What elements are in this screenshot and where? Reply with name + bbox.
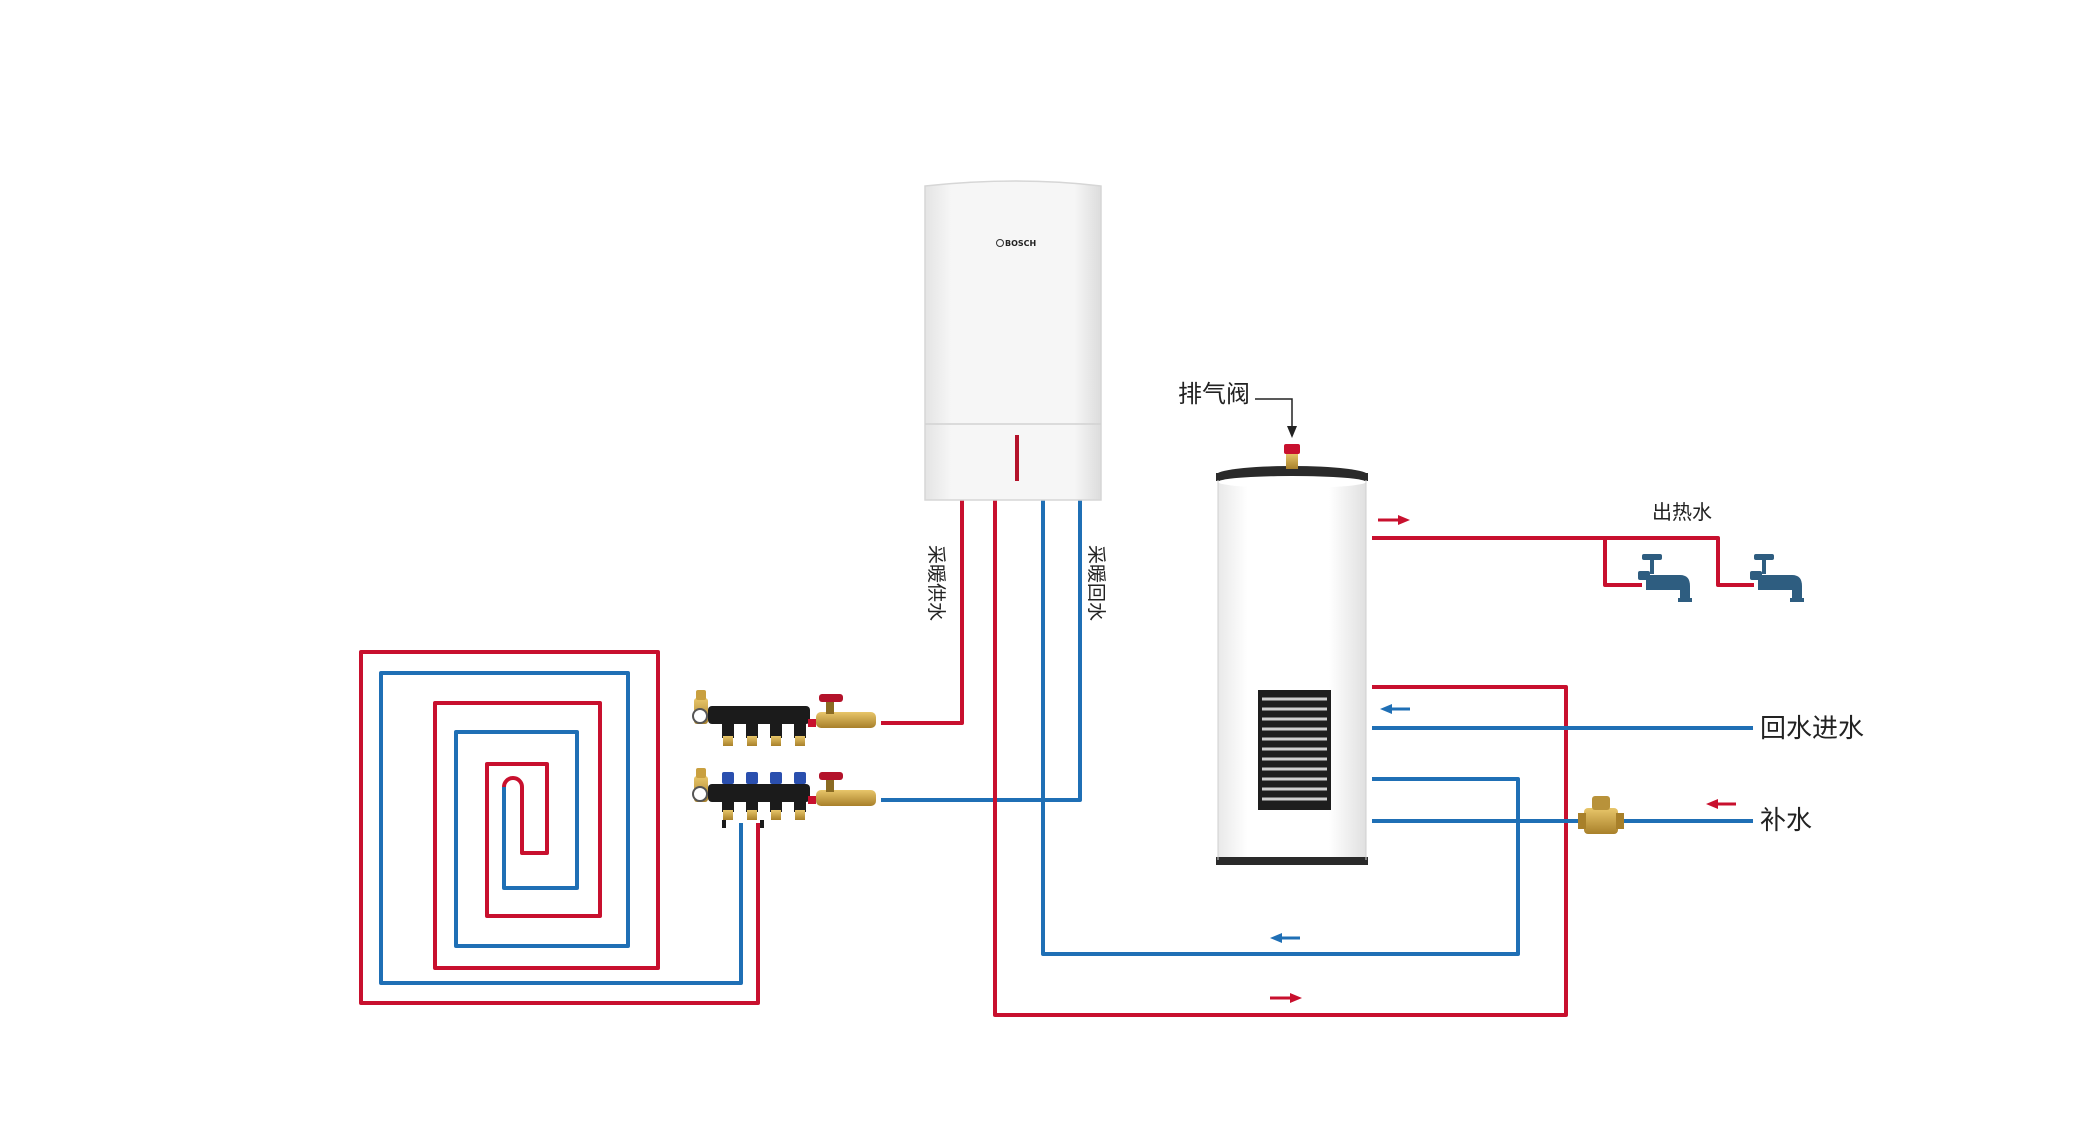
faucet-icon <box>1638 554 1692 602</box>
makeup-water-label: 补水 <box>1760 806 1812 836</box>
flow-arrow-makeup <box>1706 799 1736 809</box>
floor-loop-center-turn <box>502 776 524 788</box>
coil-return-pipe <box>1041 500 1520 956</box>
hot-water-out-pipe <box>1372 536 1754 587</box>
boiler-brand: BOSCH <box>996 239 1036 248</box>
air-vent-icon <box>1284 444 1300 469</box>
floor-loop-return-pipe <box>379 671 743 985</box>
flow-arrow-return-bottom <box>1270 933 1300 943</box>
flow-arrow-supply-bottom <box>1270 993 1302 1003</box>
heat-coil-icon <box>1258 690 1331 810</box>
pipe-network <box>359 500 1754 1017</box>
boiler-icon: BOSCH <box>924 180 1102 501</box>
faucet-icon <box>1750 554 1804 602</box>
check-valve-icon <box>1578 796 1624 834</box>
air-vent-callout: 排气阀 <box>1178 380 1297 438</box>
svg-text:BOSCH: BOSCH <box>1005 239 1036 248</box>
flow-arrows <box>1270 515 1736 1003</box>
floor-loop-supply-pipe <box>359 650 760 1005</box>
heating-return-pipe <box>881 500 1082 802</box>
heating-return-label: 采暖回水 <box>1085 545 1107 621</box>
return-water-in-label: 回水进水 <box>1760 714 1864 744</box>
coil-supply-pipe <box>993 500 1568 1017</box>
hot-water-out-label: 出热水 <box>1652 500 1712 524</box>
heating-supply-pipe <box>881 500 964 725</box>
air-vent-label: 排气阀 <box>1178 380 1250 408</box>
flow-arrow-coil-in <box>1380 704 1410 714</box>
hot-water-branch-pipe <box>1603 538 1642 587</box>
manifold-icon <box>692 690 876 828</box>
flow-arrow-hot-out <box>1378 515 1410 525</box>
storage-tank-icon <box>1216 444 1368 865</box>
heating-supply-label: 采暖供水 <box>925 545 947 621</box>
